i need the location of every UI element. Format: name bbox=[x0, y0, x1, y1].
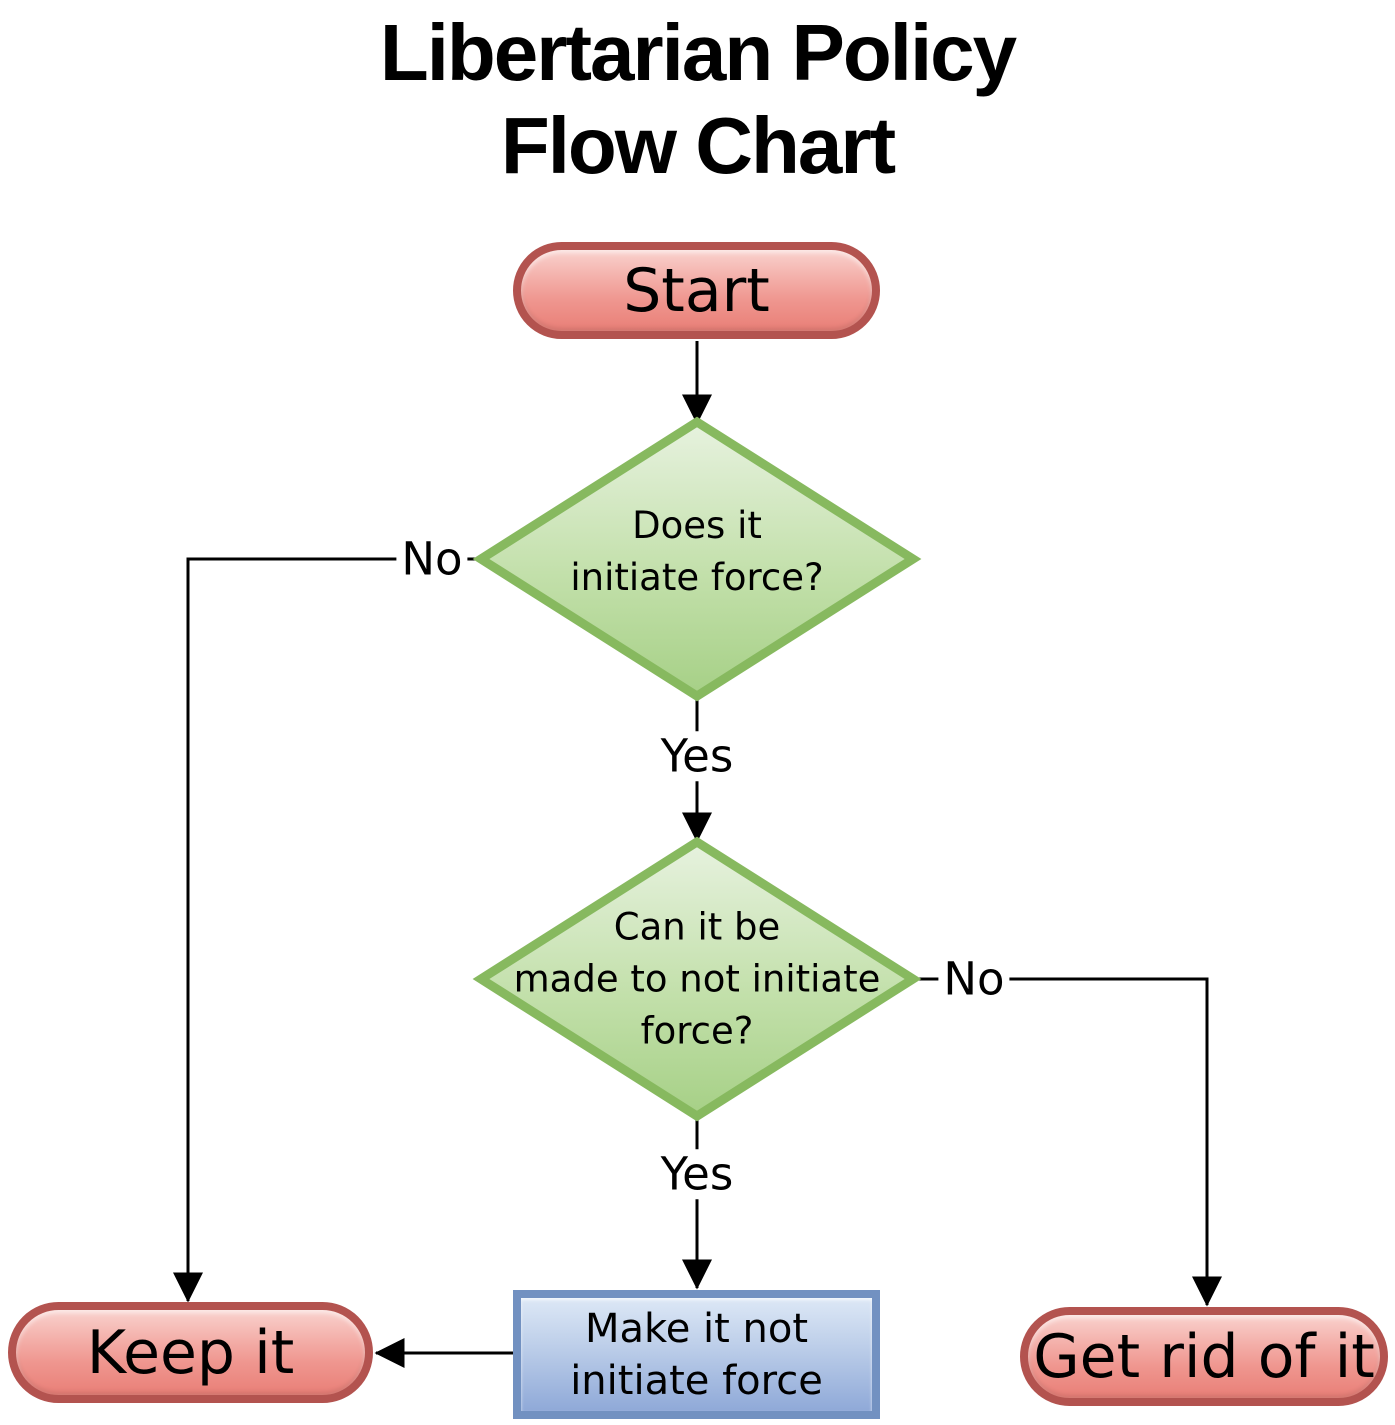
node-keep-it: Keep it bbox=[8, 1302, 373, 1403]
edge-label-decision2-yes: Yes bbox=[655, 1149, 739, 1199]
node-decision2-label: Can it be made to not initiate force? bbox=[513, 905, 881, 1052]
chart-title-line2: Flow Chart bbox=[500, 101, 896, 190]
connector-decision2-no-to-get-rid bbox=[913, 977, 1222, 1307]
decision1-diamond bbox=[472, 416, 922, 702]
node-start: Start bbox=[513, 242, 880, 339]
decision2-diamond bbox=[472, 836, 922, 1122]
node-get-rid-of-it: Get rid of it bbox=[1020, 1307, 1388, 1406]
chart-title: Libertarian Policy Flow Chart bbox=[0, 6, 1395, 192]
node-process: Make it not initiate force bbox=[513, 1290, 880, 1419]
node-decision1-label: Does it initiate force? bbox=[570, 504, 824, 599]
edge-label-decision1-yes: Yes bbox=[655, 731, 739, 781]
edge-label-decision1-no: No bbox=[396, 534, 468, 584]
connector-decision1-no-to-keep bbox=[173, 557, 481, 1303]
chart-title-line1: Libertarian Policy bbox=[379, 8, 1017, 97]
edge-label-decision2-no: No bbox=[938, 954, 1010, 1004]
